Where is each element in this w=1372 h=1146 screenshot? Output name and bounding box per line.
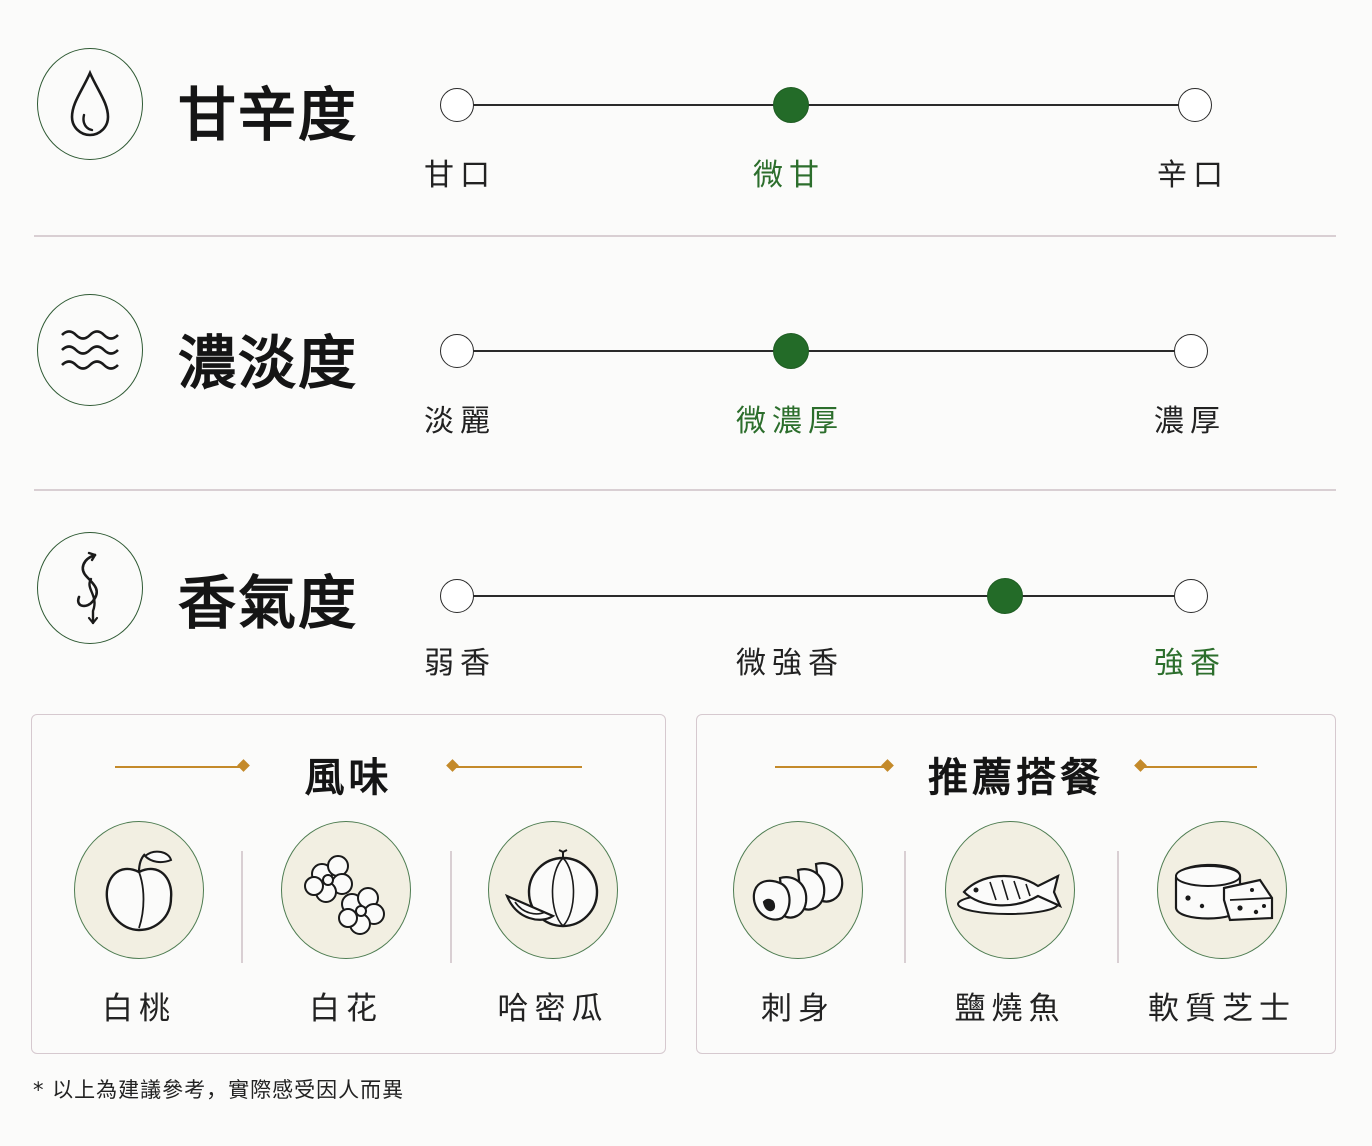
melon-icon [488,821,618,959]
ornament-line [452,766,582,768]
scale-option-weak-aroma[interactable] [440,579,474,613]
scale-option-light[interactable] [440,334,474,368]
aroma-swirl-icon [37,532,143,644]
pairing-label: 鹽燒魚 [954,991,1066,1027]
disclaimer-footnote: * 以上為建議參考，實際感受因人而異 [33,1078,405,1102]
ornament-line [115,766,245,768]
scale-track [457,350,1191,352]
scale-label: 辛口 [1157,158,1229,193]
pairing-label: 軟質芝士 [1148,991,1296,1027]
cheese-icon [1157,821,1287,959]
scale-option-slightly-sweet[interactable] [773,87,809,123]
peach-icon [74,821,204,959]
item-separator [450,851,452,963]
grilled-fish-icon [945,821,1075,959]
water-drop-icon [37,48,143,160]
scale-option-rich[interactable] [1174,334,1208,368]
scale-track [457,595,1191,597]
scale-label: 濃厚 [1154,404,1226,439]
scale-title: 濃淡度 [178,329,359,397]
item-separator [904,851,906,963]
flavor-label: 白花 [309,991,383,1027]
white-flower-icon [281,821,411,959]
flavor-label: 哈密瓜 [497,991,609,1027]
waves-icon [37,294,143,406]
sashimi-icon [733,821,863,959]
aroma-scale: 香氣度 弱香 微強香 強香 [0,488,1372,681]
item-separator [1117,851,1119,963]
pairing-card: 推薦搭餐 刺身 鹽燒魚 [696,714,1336,1054]
scale-label-selected: 強香 [1154,646,1226,681]
scale-track [457,104,1195,106]
pairing-label: 刺身 [761,991,835,1027]
section-divider [34,489,1336,491]
scale-label: 弱香 [424,646,496,681]
richness-scale: 濃淡度 淡麗 微濃厚 濃厚 [0,246,1372,439]
scale-label: 甘口 [424,158,496,193]
scale-label: 淡麗 [424,404,496,439]
scale-label-selected: 微濃厚 [736,404,844,439]
scale-option-strong-aroma[interactable] [1174,579,1208,613]
scale-option-strong-aroma-selected[interactable] [987,578,1023,614]
scale-title: 甘辛度 [178,81,359,149]
flavor-title: 風味 [304,754,393,801]
ornament-line [775,766,887,768]
scale-option-sweet[interactable] [440,88,474,122]
item-separator [241,851,243,963]
flavor-label: 白桃 [102,991,176,1027]
scale-title: 香氣度 [178,569,359,637]
scale-label-selected: 微甘 [753,158,825,193]
ornament-line [1141,766,1257,768]
scale-label: 微強香 [736,646,844,681]
section-divider [34,235,1336,237]
scale-option-dry[interactable] [1178,88,1212,122]
scale-option-slightly-rich[interactable] [773,333,809,369]
pairing-title: 推薦搭餐 [928,754,1104,801]
sweetness-scale: 甘辛度 甘口 微甘 辛口 [0,0,1372,193]
flavor-card: 風味 白桃 白花 [31,714,666,1054]
